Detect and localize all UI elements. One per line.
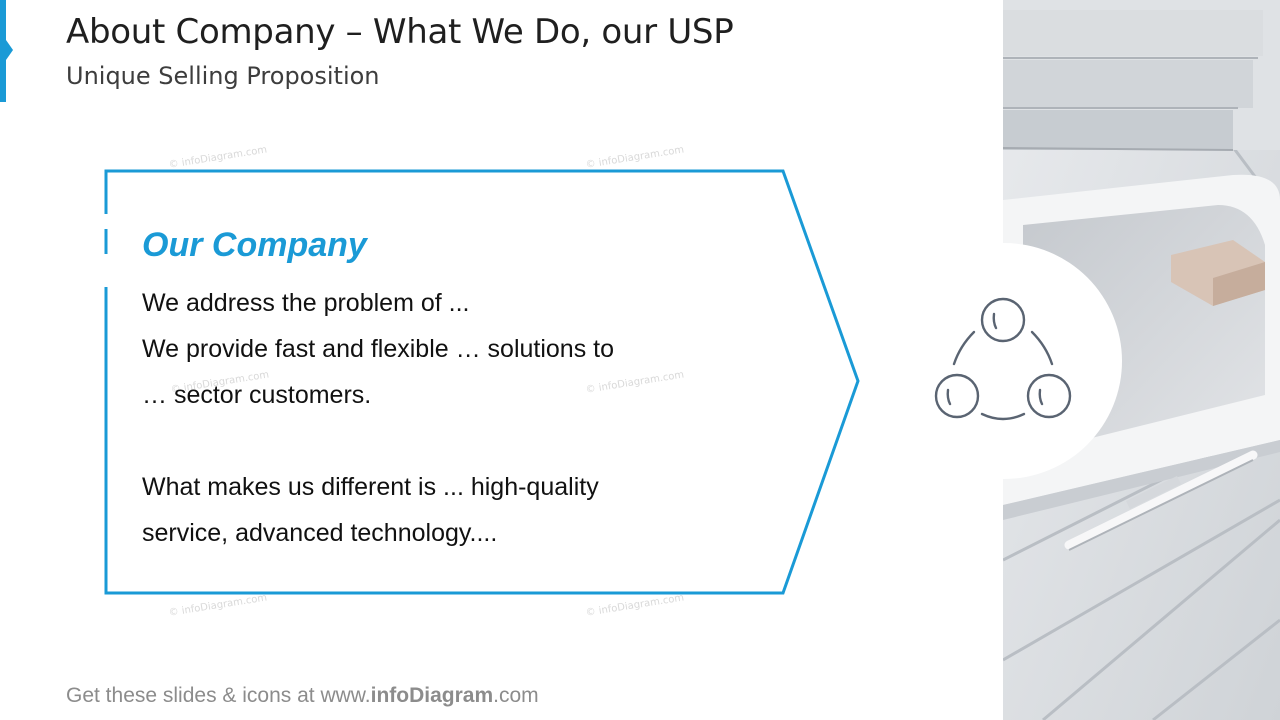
three-circles-cycle-icon: [934, 297, 1072, 421]
watermark-text: © infoDiagram.com: [585, 592, 685, 619]
footer-credit: Get these slides & icons at www.infoDiag…: [66, 684, 539, 708]
watermark-text: © infoDiagram.com: [168, 592, 268, 619]
card-body: We address the problem of ... We provide…: [142, 280, 722, 556]
card-line: We address the problem of ...: [142, 289, 470, 317]
paragraph-gap: [142, 418, 722, 464]
card-line: What makes us different is ... high-qual…: [142, 473, 599, 501]
watermark-text: © infoDiagram.com: [168, 144, 268, 171]
watermark-text: © infoDiagram.com: [585, 144, 685, 171]
slide-subtitle: Unique Selling Proposition: [66, 62, 380, 90]
title-accent-notch: [6, 40, 13, 60]
card-line: … sector customers.: [142, 381, 372, 409]
card-heading: Our Company: [142, 226, 367, 264]
card-line: We provide fast and flexible … solutions…: [142, 335, 615, 363]
footer-suffix: .com: [493, 684, 539, 707]
footer-brand: infoDiagram: [370, 684, 494, 707]
icon-circle-badge: [886, 243, 1122, 479]
slide-title: About Company – What We Do, our USP: [66, 12, 734, 52]
footer-prefix: Get these slides & icons at www.: [66, 684, 371, 707]
title-accent-bar: [0, 0, 6, 102]
card-line: service, advanced technology....: [142, 519, 498, 547]
